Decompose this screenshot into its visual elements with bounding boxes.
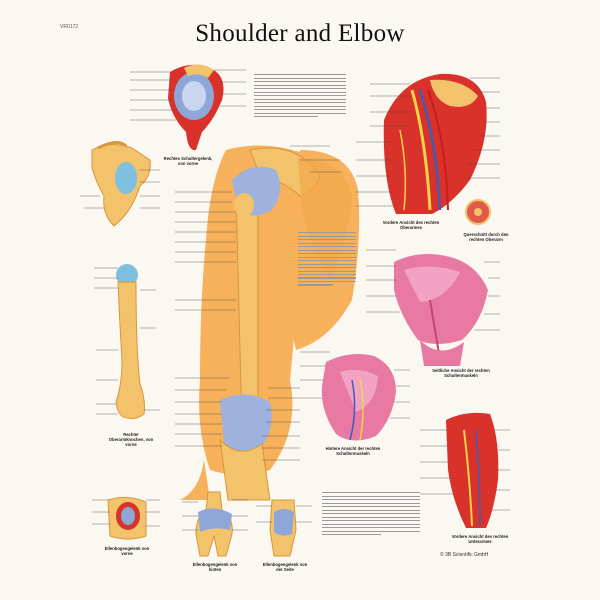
caption-elbow-back: Ellenbogengelenk von hinten bbox=[192, 562, 238, 572]
elbow-joint-back-figure bbox=[195, 491, 233, 557]
leader-lines bbox=[80, 69, 510, 531]
main-arm-figure bbox=[180, 145, 360, 501]
forearm-figure bbox=[446, 412, 499, 528]
poster-code: VR0172 bbox=[60, 24, 79, 30]
caption-shoulder-joint-open: Rechtes Schultergelenk, von vorne bbox=[163, 156, 213, 166]
description-text-bottom bbox=[322, 490, 420, 537]
caption-cross-section: Querschnitt durch den rechten Oberarm bbox=[463, 232, 509, 242]
description-text-mid bbox=[298, 230, 356, 288]
shoulder-muscles-back-figure bbox=[321, 354, 396, 441]
scapula-figure bbox=[91, 141, 151, 227]
caption-elbow-front: Ellenbogengelenk von vorne bbox=[104, 546, 150, 556]
elbow-joint-side-figure bbox=[269, 499, 297, 557]
caption-muscles-back: Hintere Ansicht der rechten Schultermusk… bbox=[325, 446, 381, 456]
caption-shoulder-nerves: Vordere Ansicht des rechten Oberarmes bbox=[382, 220, 440, 230]
elbow-joint-front-figure bbox=[107, 496, 147, 540]
poster-title: Shoulder and Elbow bbox=[195, 20, 405, 47]
description-text-top bbox=[254, 72, 346, 119]
shoulder-joint-figure bbox=[168, 64, 224, 151]
caption-elbow-side: Ellenbogengelenk von der Seite bbox=[262, 562, 308, 572]
caption-forearm: Vordere Ansicht des rechten Unterarmes bbox=[451, 534, 509, 544]
humerus-figure bbox=[115, 264, 145, 419]
caption-muscles-side: Seitliche Ansicht der rechten Schultermu… bbox=[432, 368, 490, 378]
cross-section-figure bbox=[465, 199, 491, 225]
shoulder-nerves-figure bbox=[383, 73, 487, 214]
caption-humerus: Rechter Oberarmknochen, von vorne bbox=[108, 432, 154, 447]
publisher-logo: © 3B Scientific GmbH bbox=[440, 552, 489, 558]
shoulder-muscles-side-figure bbox=[394, 254, 488, 366]
